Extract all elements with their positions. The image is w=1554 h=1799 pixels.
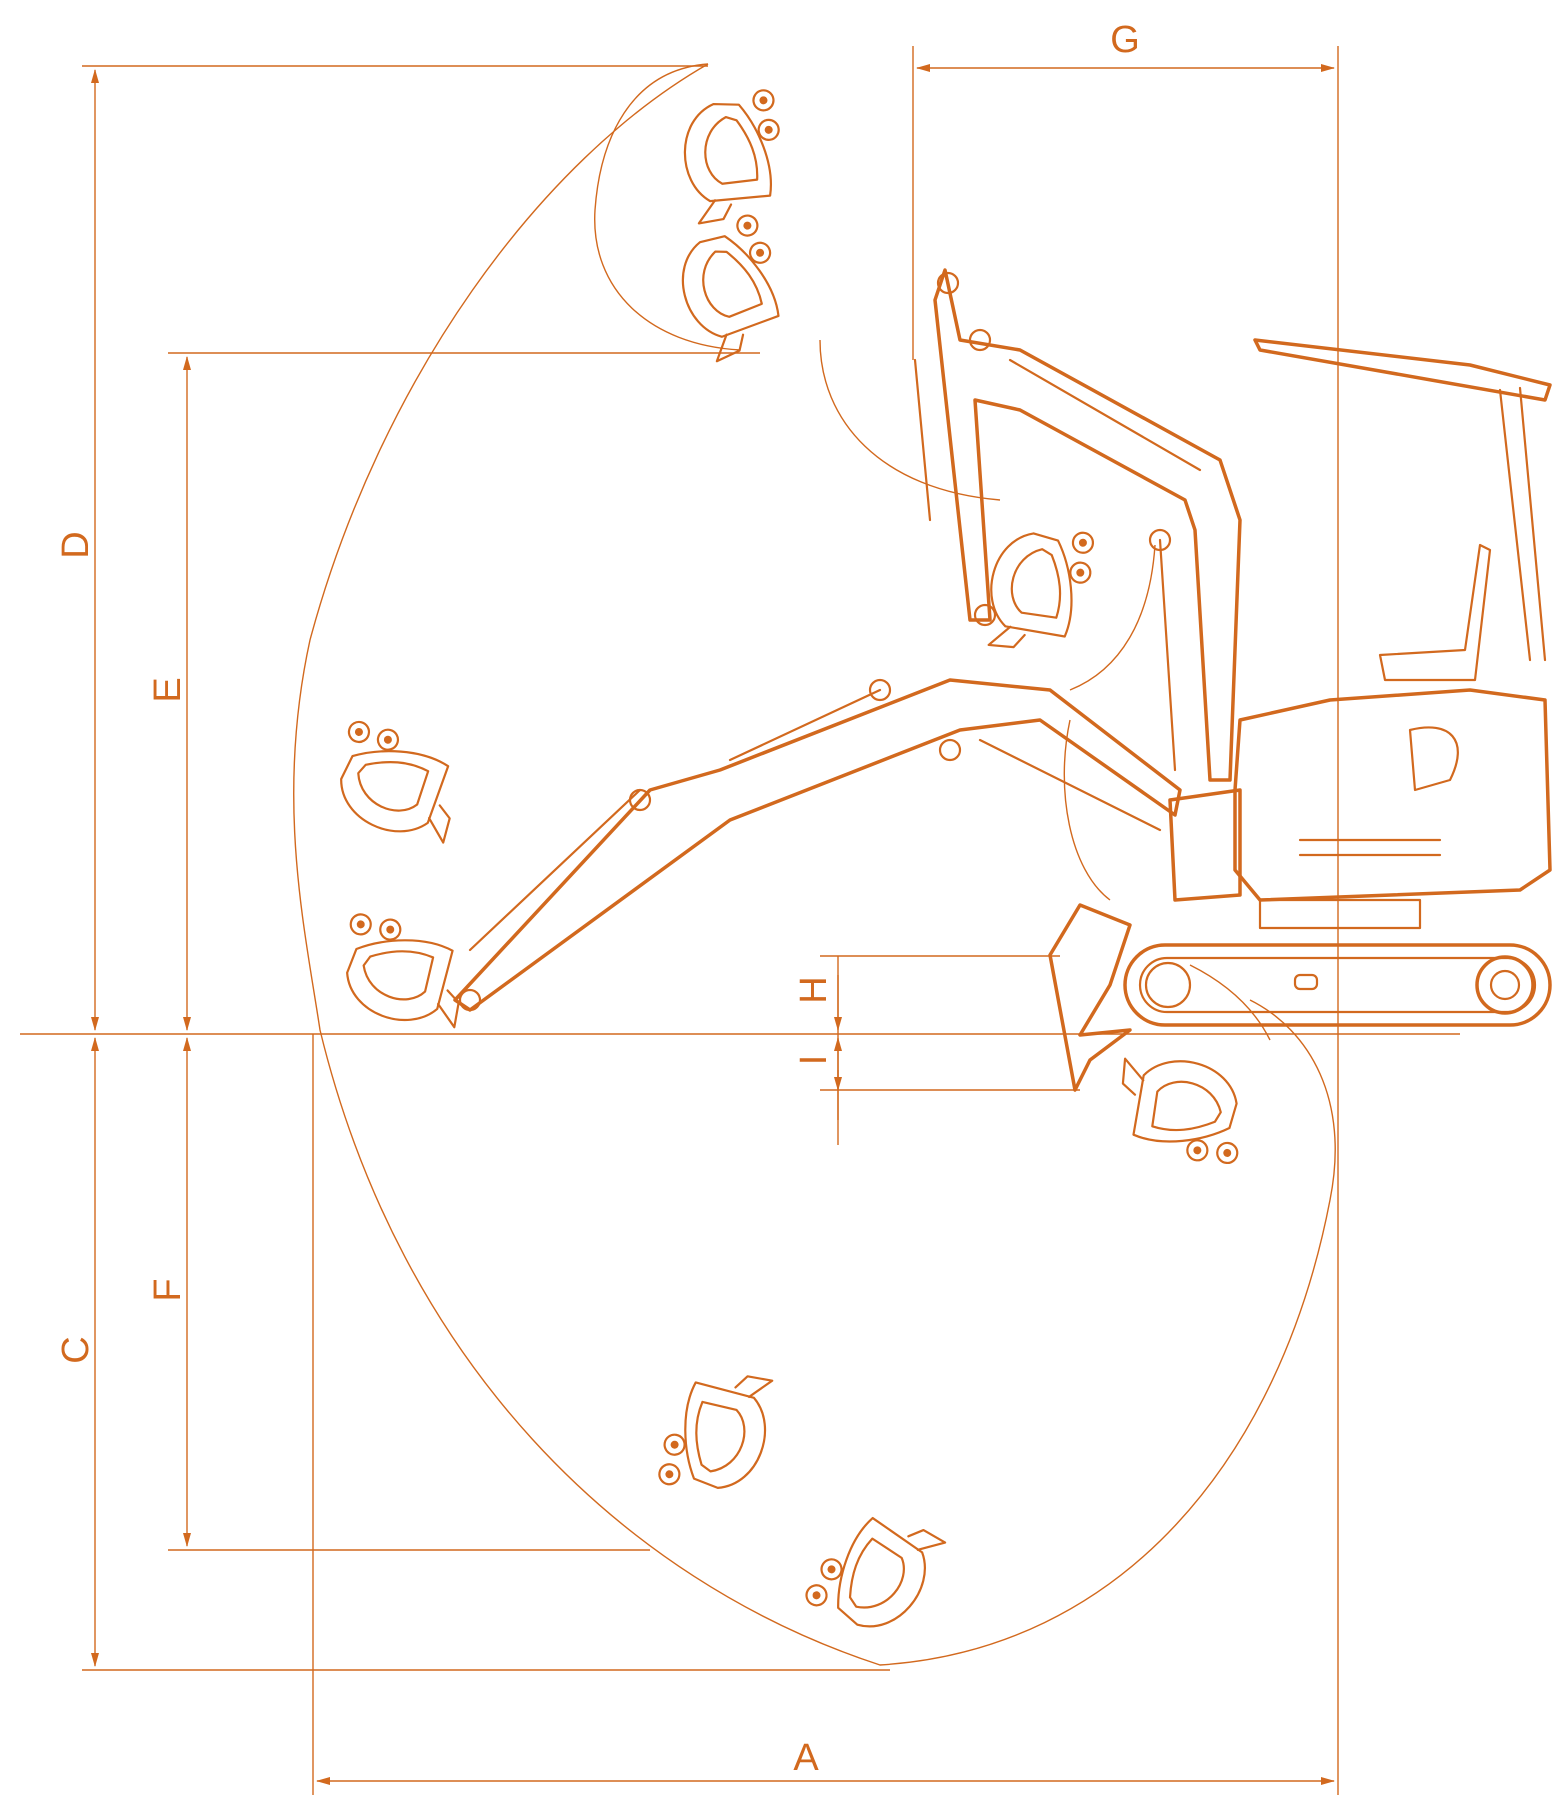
extended-arm [453, 678, 1182, 1012]
label-A: A [793, 1737, 819, 1779]
bucket-top-1 [674, 87, 794, 225]
bucket-positions [325, 87, 1246, 1649]
bucket-bottom-2 [801, 1493, 949, 1649]
idler-wheel [1144, 961, 1192, 1009]
upper-structure [1233, 688, 1552, 902]
bucket-bottom-1 [656, 1363, 776, 1501]
label-C: C [55, 1336, 97, 1363]
bucket-left-upper [325, 718, 469, 846]
drive-sprocket [1475, 955, 1535, 1015]
label-F: F [147, 1278, 189, 1301]
raised-arm [913, 268, 1242, 782]
label-E: E [147, 677, 189, 702]
label-H: H [793, 976, 835, 1003]
dozer-blade [1048, 903, 1132, 1092]
dimension-lines [20, 46, 1460, 1795]
dimension-labels: G A D E C F H I [55, 19, 1140, 1779]
bucket-below-track [1115, 1055, 1246, 1165]
label-D: D [55, 531, 97, 558]
bucket-left-ground [334, 911, 472, 1031]
turntable [1258, 898, 1422, 930]
bucket-mid [985, 524, 1095, 655]
operator-seat [1378, 543, 1492, 682]
swing-bracket [1168, 788, 1242, 902]
excavator-body [1048, 338, 1552, 1092]
canopy-roof [1253, 338, 1552, 402]
label-I: I [793, 1055, 835, 1066]
working-range-envelope [293, 63, 1336, 1666]
label-G: G [1110, 19, 1140, 61]
canopy-post [1498, 388, 1532, 662]
crawler-track [1123, 943, 1552, 1027]
